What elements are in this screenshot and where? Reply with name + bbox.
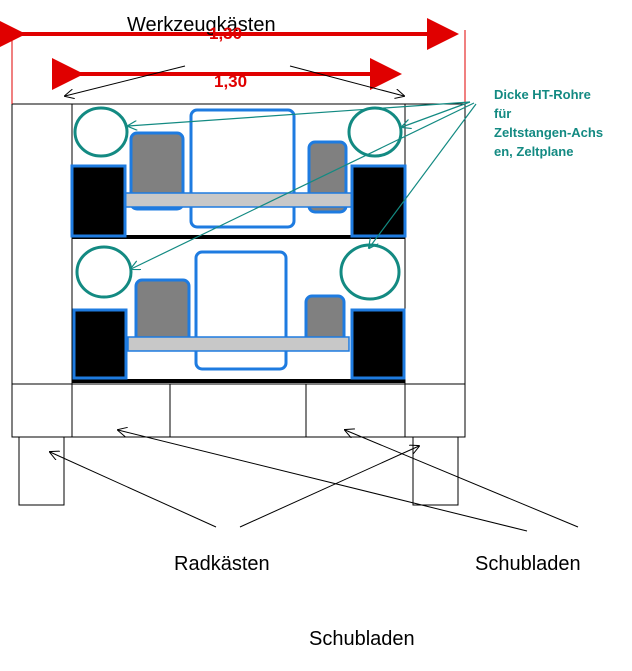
pipes-note-line-4: en, Zeltplane	[494, 144, 573, 159]
pipes-note-line-2: für	[494, 106, 511, 121]
body-block-left	[129, 131, 185, 211]
pipe-upper-left	[73, 106, 129, 158]
outer-width-label: 1,30	[209, 24, 242, 43]
pipe-upper-right	[347, 106, 403, 158]
deck-lines	[72, 235, 405, 383]
pipes-note: Dicke HT-Rohre für Zeltstangen-Achs en, …	[494, 87, 603, 159]
dimension-arrows	[0, 18, 459, 90]
pipe-lower-right	[339, 243, 401, 301]
axle	[124, 192, 353, 208]
label-backing	[205, 16, 285, 30]
werkzeug-pointers	[65, 65, 404, 96]
inner-width-label: 1,30	[214, 72, 247, 91]
pipe-annotation-lines	[128, 101, 477, 269]
tyre-right	[350, 308, 406, 380]
tyre-right	[350, 164, 407, 238]
seat-outline	[194, 250, 288, 371]
seat-outline	[189, 108, 296, 229]
vehicle-upper	[70, 108, 407, 238]
pipes-note-line-3: Zeltstangen-Achs	[494, 125, 603, 140]
werkzeugkaesten-label: Werkzeugkästen	[127, 14, 276, 36]
pipes-note-line-1: Dicke HT-Rohre	[494, 87, 591, 102]
pipe-lower-left	[75, 245, 133, 299]
schubladen-bottom-label: Schubladen	[309, 628, 415, 650]
vehicle-lower	[72, 250, 406, 380]
schubladen-right-label: Schubladen	[475, 553, 581, 575]
tyre-left	[72, 308, 128, 380]
bottom-pointers	[50, 430, 579, 532]
tyre-left	[70, 164, 127, 238]
axle	[127, 336, 350, 352]
radkaesten-label: Radkästen	[174, 553, 270, 575]
